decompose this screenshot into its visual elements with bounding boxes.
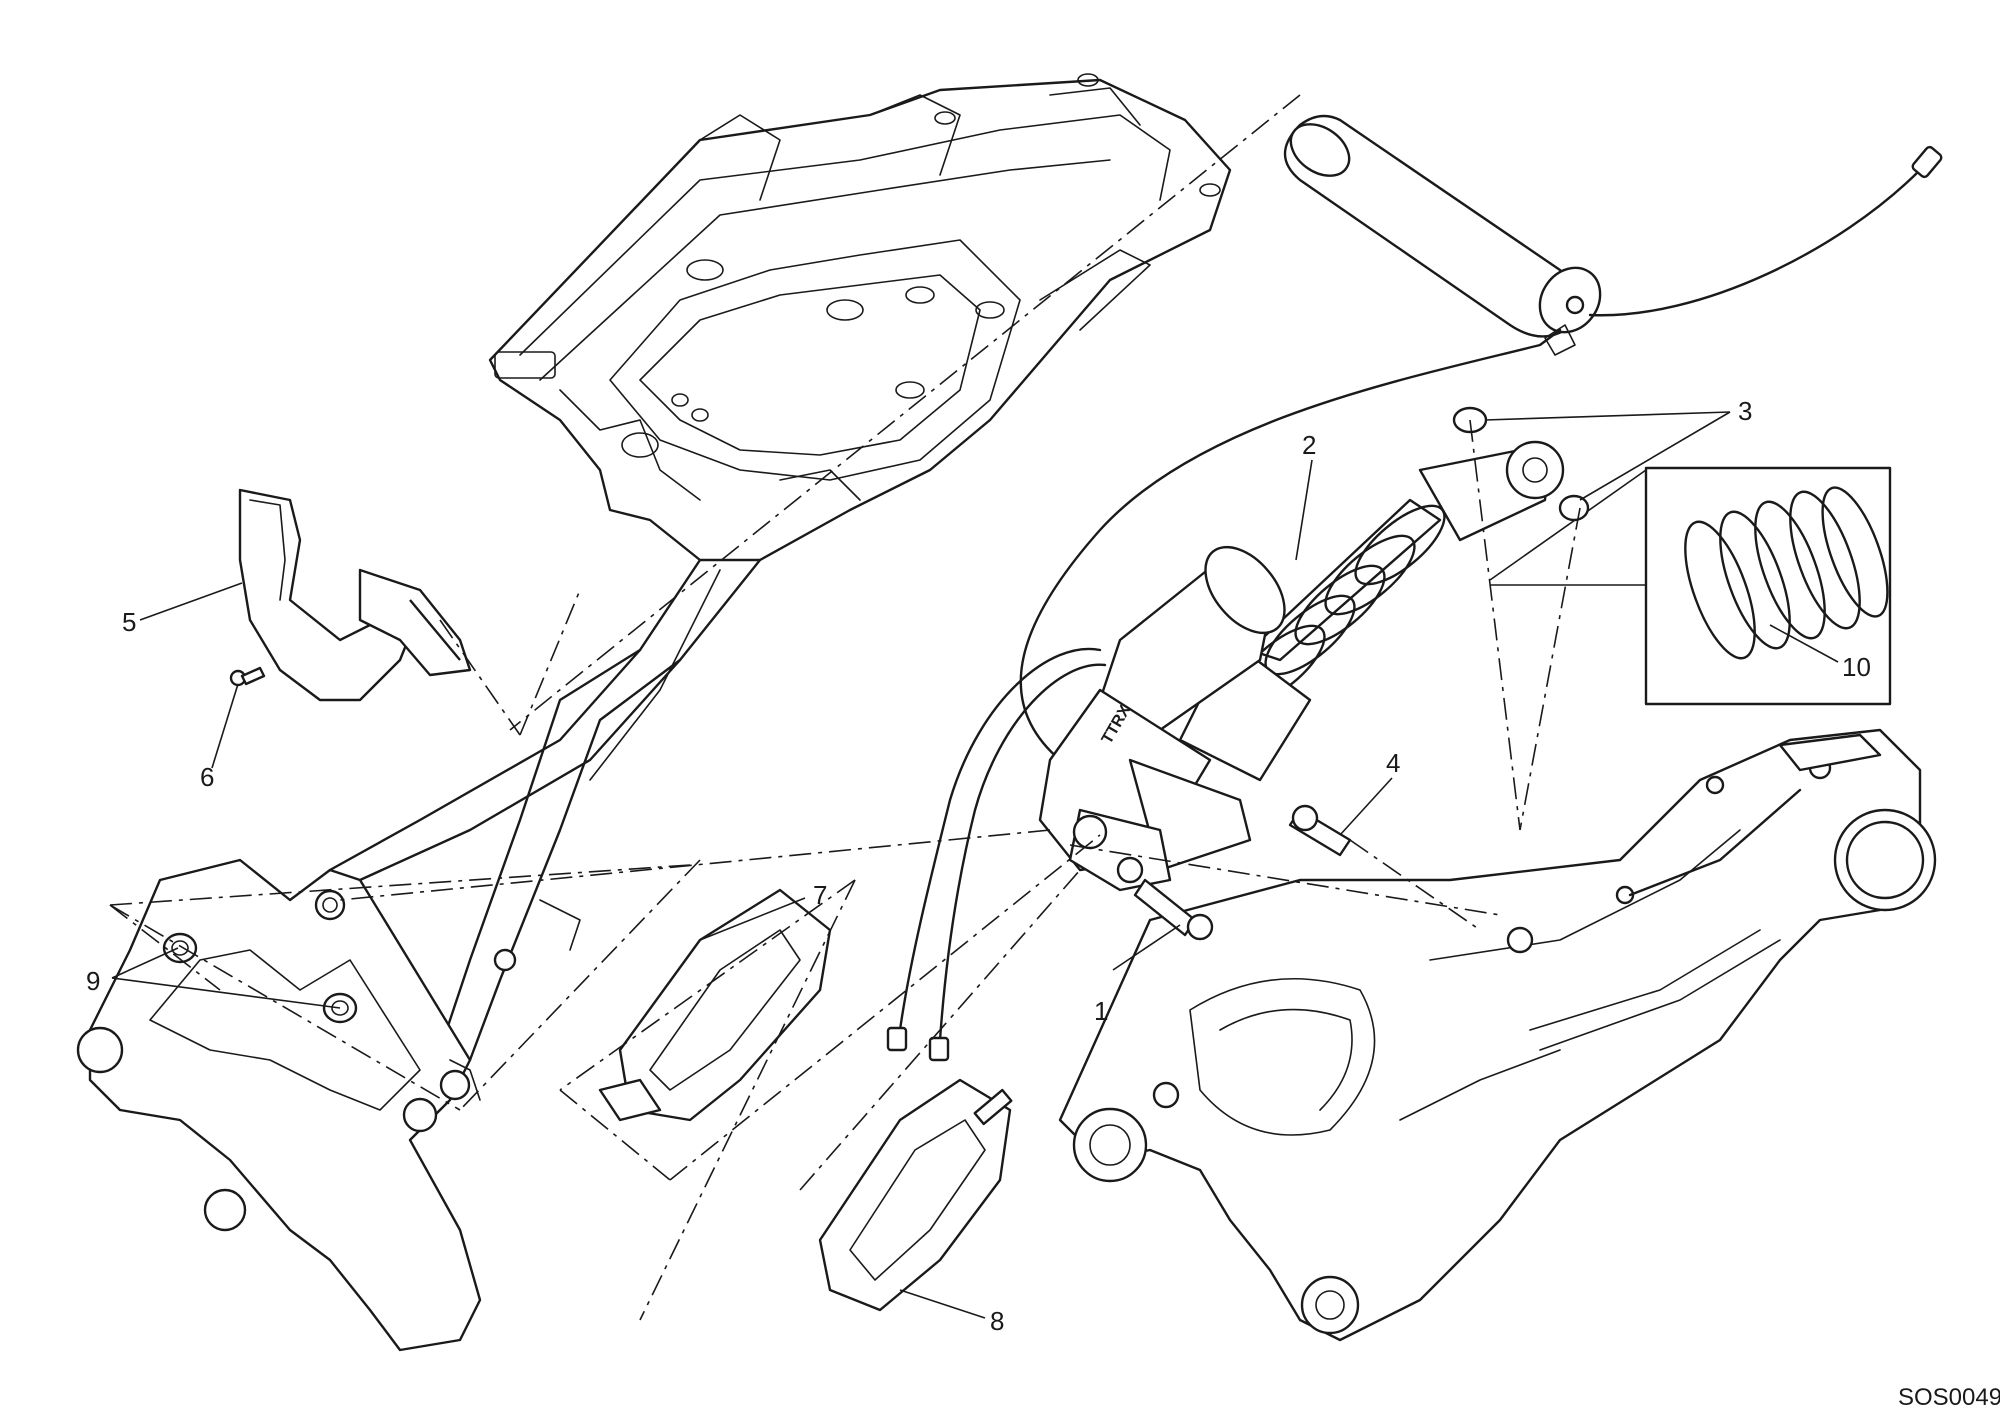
callout-5: 5: [122, 607, 136, 637]
callout-4: 4: [1386, 748, 1400, 778]
spring: [1234, 504, 1446, 706]
callout-8: 8: [990, 1306, 1004, 1336]
leader-lines: [111, 411, 1839, 1319]
rear-subframe: [488, 73, 1232, 562]
callout-2: 2: [1302, 430, 1316, 460]
control-unit-7: [598, 888, 832, 1122]
control-unit-8: [818, 1078, 1013, 1312]
remote-reservoir: [1019, 114, 1943, 762]
spring-detail-box: [1489, 466, 1892, 706]
callout-numbers: 1 2 3 4 5 6 7 8 9 10: [86, 396, 1871, 1336]
clamp-bracket: [229, 488, 472, 702]
callout-1: 1: [1094, 996, 1108, 1026]
callout-6: 6: [200, 762, 214, 792]
assembly-lines: [109, 94, 1581, 1321]
main-frame: [76, 558, 762, 1352]
callout-9: 9: [86, 966, 100, 996]
swingarm: [1058, 728, 1937, 1342]
drawing-code: SOS00491: [1898, 1384, 2000, 1410]
callout-7: 7: [813, 880, 827, 910]
callout-10: 10: [1842, 652, 1871, 682]
rear-shock: TTRX: [886, 440, 1565, 1062]
callout-3: 3: [1738, 396, 1752, 426]
